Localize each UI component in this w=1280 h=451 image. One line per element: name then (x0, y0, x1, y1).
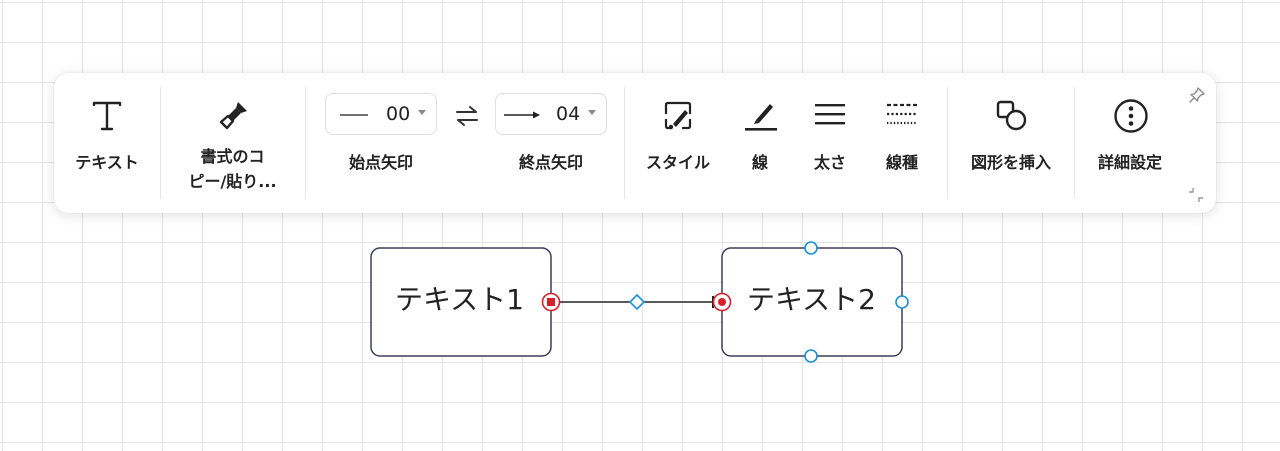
style-button[interactable]: スタイル (632, 73, 724, 213)
text-tool-label: テキスト (75, 153, 139, 172)
connector-end-handle[interactable] (712, 292, 732, 312)
dash-pattern-button[interactable]: 線種 (866, 73, 938, 213)
text-tool-button[interactable]: テキスト (54, 73, 160, 213)
separator (1074, 87, 1075, 199)
collapse-corners-icon[interactable] (1187, 186, 1205, 204)
node-1-label[interactable]: テキスト1 (395, 283, 524, 316)
dash-pattern-label: 線種 (885, 153, 918, 172)
line-weight-icon (815, 104, 845, 125)
chevron-down-icon (418, 110, 426, 115)
chevron-down-icon (588, 110, 596, 115)
separator (947, 87, 948, 199)
end-arrow-label: 終点矢印 (518, 153, 583, 172)
line-color-button[interactable]: 線 (726, 73, 794, 213)
start-arrow-label: 始点矢印 (348, 153, 413, 172)
arrow-line-icon (504, 111, 540, 119)
style-icon (664, 101, 692, 130)
advanced-settings-label: 詳細設定 (1097, 153, 1162, 172)
separator (624, 87, 625, 199)
separator (160, 87, 161, 199)
insert-shape-label: 図形を挿入 (970, 153, 1051, 172)
format-painter-label-line2: ピー/貼り... (188, 171, 277, 191)
end-arrow-select[interactable]: 04 (495, 93, 607, 135)
plain-line-icon (340, 114, 368, 116)
start-arrow-select[interactable]: 00 (325, 93, 437, 135)
node-2-label[interactable]: テキスト2 (747, 283, 876, 316)
pen-icon (745, 104, 777, 131)
dash-pattern-icon (887, 103, 917, 125)
node-2-connect-right[interactable] (895, 295, 909, 309)
line-weight-label: 太さ (813, 153, 846, 172)
text-icon (92, 101, 122, 131)
connector-toolbar: テキスト 書式のコ ピー/貼り... 00 始点矢印 04 (54, 73, 1216, 213)
end-arrow-value: 04 (556, 103, 581, 125)
more-options-icon (1114, 99, 1148, 133)
connector-midpoint-handle[interactable] (628, 293, 646, 311)
format-painter-button[interactable]: 書式のコ ピー/貼り... (161, 73, 304, 213)
style-label: スタイル (645, 153, 710, 172)
insert-shape-button[interactable]: 図形を挿入 (948, 73, 1074, 213)
shapes-icon (996, 100, 1027, 131)
paintbrush-icon (219, 102, 247, 130)
node-2-connect-top[interactable] (804, 241, 818, 255)
line-weight-button[interactable]: 太さ (796, 73, 864, 213)
start-arrow-value: 00 (386, 103, 411, 125)
pin-icon[interactable] (1188, 86, 1206, 104)
format-painter-label-line1: 書式のコ (200, 147, 265, 166)
advanced-settings-button[interactable]: 詳細設定 (1075, 73, 1185, 213)
node-2-connect-bottom[interactable] (804, 349, 818, 363)
line-color-label: 線 (751, 153, 768, 172)
format-painter-label: 書式のコ ピー/貼り... (161, 145, 304, 195)
separator (305, 87, 306, 199)
swap-arrows-icon[interactable] (454, 105, 480, 127)
connector-start-handle[interactable] (541, 292, 561, 312)
